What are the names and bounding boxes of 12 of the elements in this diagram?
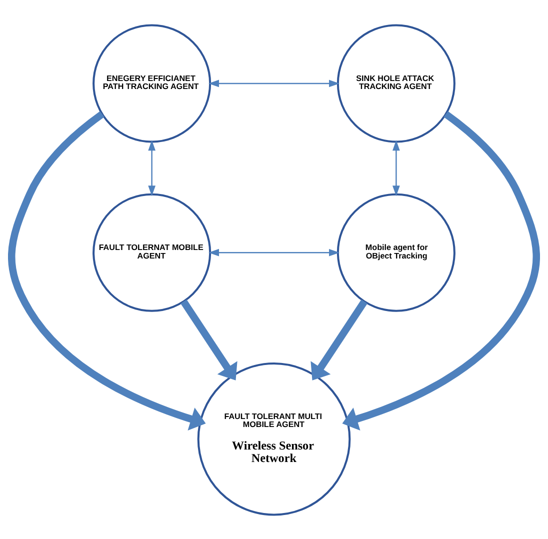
arrow bbox=[310, 299, 368, 380]
arrow bbox=[208, 248, 340, 256]
arrow bbox=[342, 110, 540, 430]
node-circle: FAULT TOLERNAT MOBILE AGENT bbox=[92, 192, 212, 312]
node-circle: SINK HOLE ATTACK TRACKING AGENT bbox=[336, 24, 456, 142]
arrow bbox=[8, 110, 206, 430]
arrow bbox=[208, 79, 340, 87]
arrow bbox=[148, 140, 156, 196]
node-circle: Mobile agent for OBject Tracking bbox=[336, 192, 456, 312]
node-circle: ENEGERY EFFICIANET PATH TRACKING AGENT bbox=[92, 24, 212, 142]
arrow bbox=[180, 299, 238, 380]
arrow bbox=[392, 140, 400, 196]
